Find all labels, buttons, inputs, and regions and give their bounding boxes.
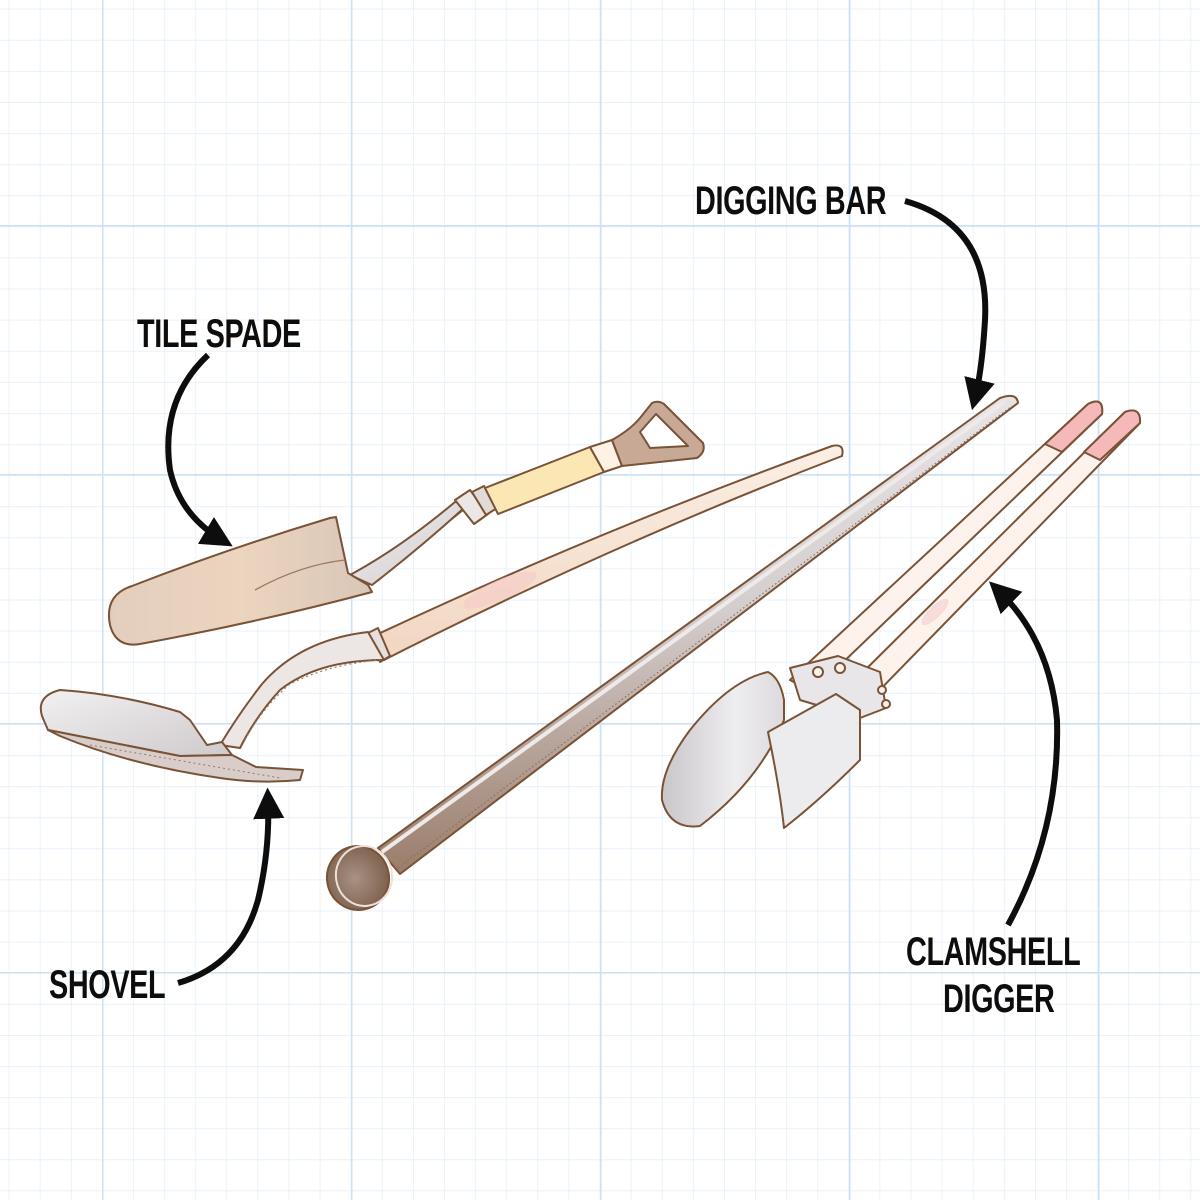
tile-spade-illustration (108, 400, 705, 646)
label-digging-bar: DIGGING BAR (695, 179, 887, 223)
annotation-arrows (165, 198, 1061, 986)
label-shovel: SHOVEL (49, 963, 166, 1007)
shovel-illustration (39, 444, 844, 783)
label-clamshell-digger-line2: DIGGER (943, 977, 1055, 1021)
tile-spade-arrow (165, 352, 233, 547)
clamshell-digger-illustration (660, 400, 1142, 829)
digging-bar-illustration (325, 394, 1019, 911)
clamshell-digger-arrow (989, 581, 1061, 927)
digging-bar-arrow (904, 198, 995, 411)
shovel-arrow (177, 787, 285, 986)
label-tile-spade: TILE SPADE (137, 312, 301, 356)
label-clamshell-digger-line1: CLAMSHELL (906, 930, 1081, 974)
